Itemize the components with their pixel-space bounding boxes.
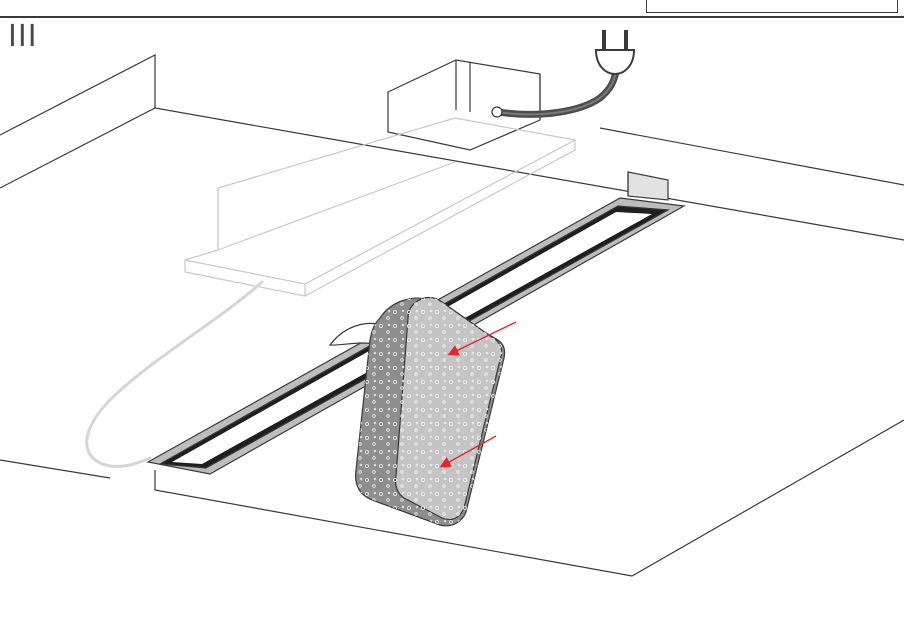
ghost-cable (85, 280, 264, 468)
step-number: III (8, 19, 38, 54)
direction-arrow-icon (439, 321, 517, 468)
header-rule (0, 16, 904, 18)
header-box (646, 0, 898, 13)
driver-box-top (387, 59, 541, 151)
power-cable (491, 68, 620, 118)
driver-box-ghost (184, 117, 576, 297)
cleaning-sponge (328, 296, 506, 527)
power-plug-icon (594, 30, 636, 76)
